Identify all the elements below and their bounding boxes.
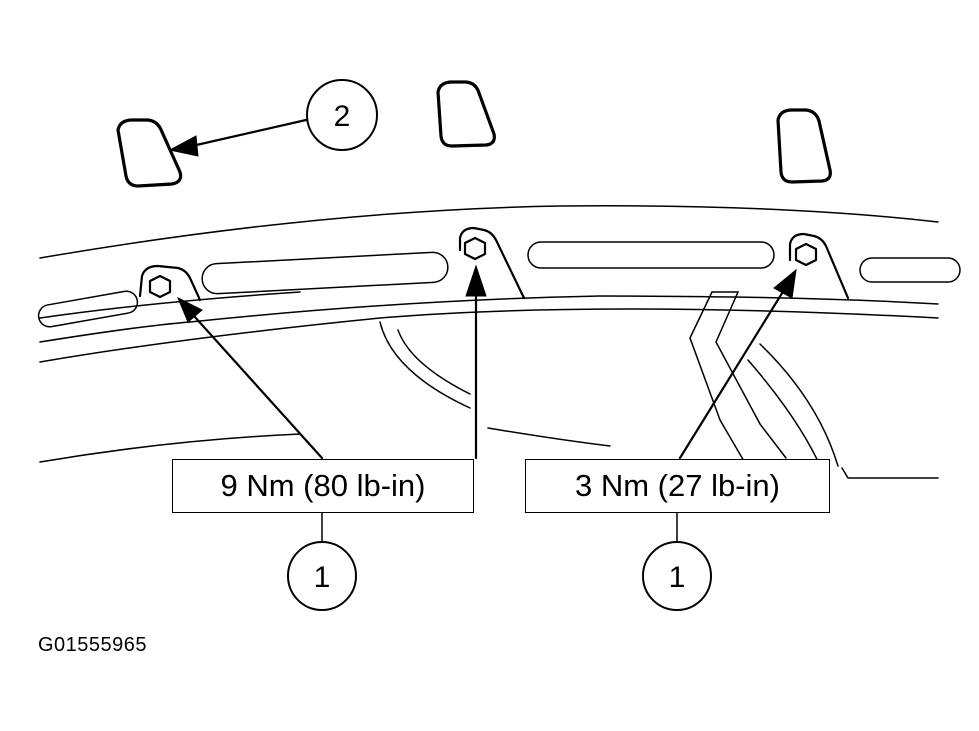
bolt-right-icon (794, 242, 818, 267)
panel-flange-line-3 (39, 308, 939, 363)
torque-spec-left: 9 Nm (80 lb-in) (172, 459, 474, 513)
slot-right (859, 257, 961, 283)
clip-right (776, 108, 832, 184)
arrow-bolt-left (177, 296, 203, 323)
arrow-clip (168, 135, 199, 157)
leader-clip (190, 118, 308, 148)
panel-right-edge (841, 467, 939, 479)
figure-id: G01555965 (38, 634, 148, 656)
boss-left (138, 264, 202, 302)
callout-label-2: 2 (334, 100, 351, 133)
strap-inner (747, 359, 823, 471)
slot-left (201, 251, 449, 295)
strap-right-edge (715, 291, 787, 459)
panel-flange-line-4 (189, 295, 939, 323)
panel-lower-edge (39, 433, 301, 463)
strap-inner-2 (759, 343, 839, 467)
boss-center (458, 226, 526, 300)
panel-inner-contour (379, 321, 471, 409)
slot-far-left (37, 290, 139, 328)
clip-center (436, 80, 496, 148)
panel-inner-contour-2 (397, 329, 471, 395)
panel-flange-line-2 (39, 321, 191, 343)
callout-circle-1-left (287, 541, 357, 611)
arrow-bolt-right (773, 268, 797, 299)
callout-label-1-left: 1 (314, 561, 331, 594)
leader-bolt-right (678, 288, 786, 460)
boss-right (788, 232, 850, 300)
clip-left (116, 118, 183, 188)
arrow-bolt-center (465, 264, 487, 297)
bolt-center-icon (463, 236, 487, 261)
callout-label-1-right: 1 (669, 561, 686, 594)
callout-circle-2 (306, 79, 378, 151)
panel-top-edge (39, 205, 939, 259)
panel-flange-line-1 (39, 291, 301, 319)
leader-bolt-left (192, 314, 324, 460)
slot-center (527, 241, 775, 269)
panel-lower-edge-right (487, 427, 611, 447)
torque-spec-right: 3 Nm (27 lb-in) (525, 459, 830, 513)
strap-left-edge (689, 291, 749, 469)
bolt-left-icon (148, 274, 172, 299)
callout-circle-1-right (642, 541, 712, 611)
